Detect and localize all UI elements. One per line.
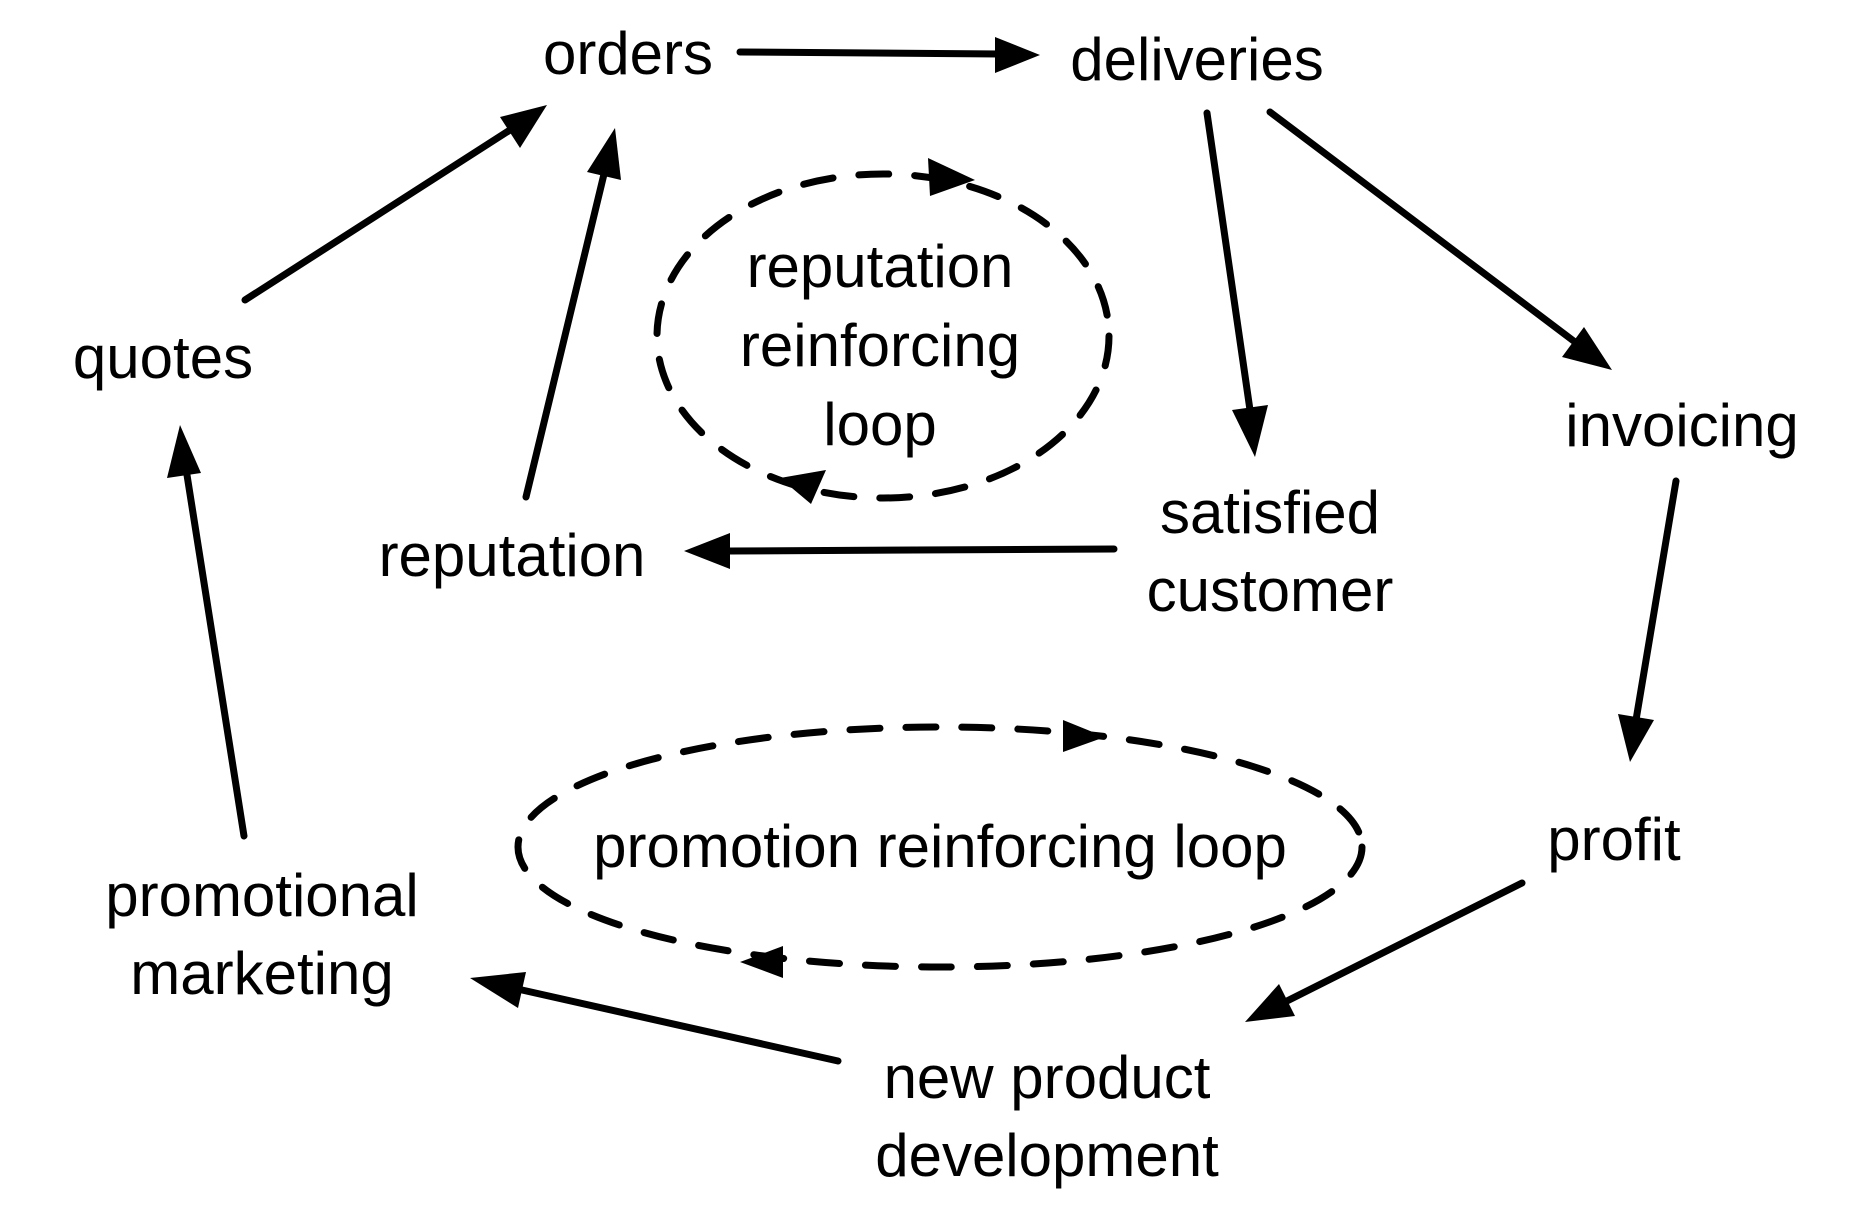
edge-reputation-to-orders [522,128,621,501]
edge-deliveries-to-invoicing [1266,108,1612,370]
arrowhead-icon [995,37,1040,73]
edge-invoicing-to-profit [1618,477,1680,762]
edge-orders-to-deliveries [736,37,1040,73]
edge-satisfied-customer-to-reputation [684,533,1118,569]
node-new-product-development-line2: development [875,1122,1219,1189]
promotion-loop [514,720,1366,978]
promotion-loop-arrow-top-icon [1063,720,1105,752]
reputation-loop [653,158,1113,504]
promotion-loop-ellipse [514,723,1366,971]
edge-deliveries-to-satisfied-customer [1203,109,1268,457]
node-promotional-marketing-line1: promotional [105,862,419,929]
node-satisfied-customer-line2: customer [1147,557,1394,624]
arrowhead-icon [587,128,621,180]
edge-quotes-to-orders [241,105,547,304]
node-reputation: reputation [379,522,646,589]
arrowhead-icon [1232,405,1268,457]
node-quotes: quotes [73,324,253,391]
node-promotional-marketing-line2: marketing [130,940,393,1007]
node-new-product-development-line1: new product [884,1044,1211,1111]
loop-label-reputation-line1: reputation [747,233,1014,300]
node-deliveries: deliveries [1070,26,1323,93]
loop-label-reputation-line3: loop [823,391,936,458]
arrowhead-icon [684,533,730,569]
node-invoicing: invoicing [1565,392,1798,459]
edge-profit-to-new-product-development [1245,879,1526,1022]
arrowhead-icon [500,105,547,148]
loop-label-promotion: promotion reinforcing loop [593,813,1287,880]
reputation-loop-arrow-top-icon [928,158,975,196]
promotion-loop-arrow-bottom-icon [740,946,783,978]
arrowhead-icon [1245,984,1295,1022]
node-orders: orders [543,20,713,87]
node-profit: profit [1547,806,1681,873]
arrowhead-icon [1618,714,1654,762]
arrowhead-icon [1562,327,1612,370]
edge-promotional-marketing-to-quotes [167,425,248,840]
arrowhead-icon [470,972,526,1008]
loop-label-reputation-line2: reinforcing [740,312,1020,379]
node-satisfied-customer-line1: satisfied [1160,479,1380,546]
reputation-loop-arrow-bottom-icon [780,470,826,504]
arrowhead-icon [167,425,201,478]
edge-new-product-development-to-promotional-marketing [470,972,842,1065]
reputation-loop-ellipse [653,170,1113,502]
